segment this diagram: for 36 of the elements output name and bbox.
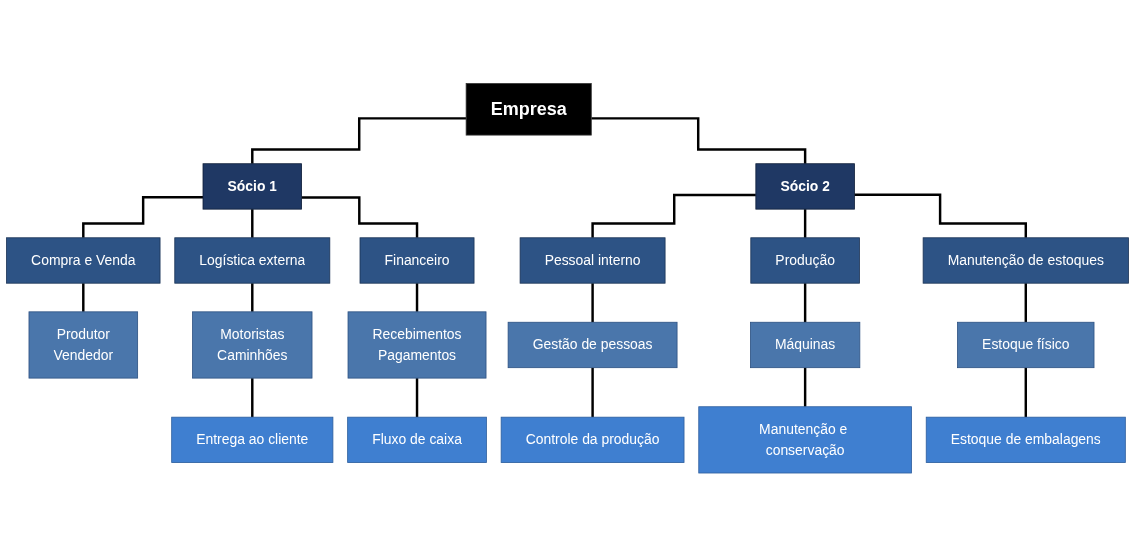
connector — [1024, 282, 1027, 324]
node-box: Empresa — [465, 83, 592, 136]
node-box: Máquinas — [750, 322, 861, 369]
node-box: Pessoal interno — [519, 237, 666, 284]
connector — [251, 377, 254, 419]
node-box: Produção — [750, 237, 860, 284]
node-box: Entrega ao cliente — [171, 416, 334, 464]
connector — [854, 193, 1027, 240]
node-box: Financeiro — [359, 237, 475, 284]
connector — [591, 366, 594, 419]
connector — [82, 282, 85, 314]
connector — [251, 282, 254, 314]
node-box: Fluxo de caixa — [347, 416, 487, 464]
connector — [301, 196, 419, 240]
node-box: Produtor Vendedor — [28, 311, 139, 379]
node-box: Manutenção de estoques — [922, 237, 1129, 284]
node-box: Logística externa — [174, 237, 331, 284]
node-box: Compra e Venda — [6, 237, 161, 284]
node-box: Sócio 2 — [755, 163, 855, 210]
connector — [591, 282, 594, 324]
connector — [415, 282, 419, 314]
node-box: Estoque físico — [957, 322, 1095, 369]
connector — [803, 208, 807, 240]
node-box: Gestão de pessoas — [507, 322, 678, 369]
connector — [803, 282, 807, 324]
connector — [251, 208, 254, 240]
node-box: Manutenção e conservação — [698, 406, 912, 474]
node-box: Controle da produção — [500, 416, 685, 464]
node-box: Estoque de embalagens — [925, 416, 1126, 464]
node-box: Sócio 1 — [202, 163, 302, 210]
connector — [82, 196, 203, 240]
connector — [591, 194, 756, 240]
connector — [1024, 366, 1027, 419]
node-box: Recebimentos Pagamentos — [347, 311, 487, 379]
connector — [415, 377, 419, 419]
node-box: Motoristas Caminhões — [192, 311, 313, 379]
